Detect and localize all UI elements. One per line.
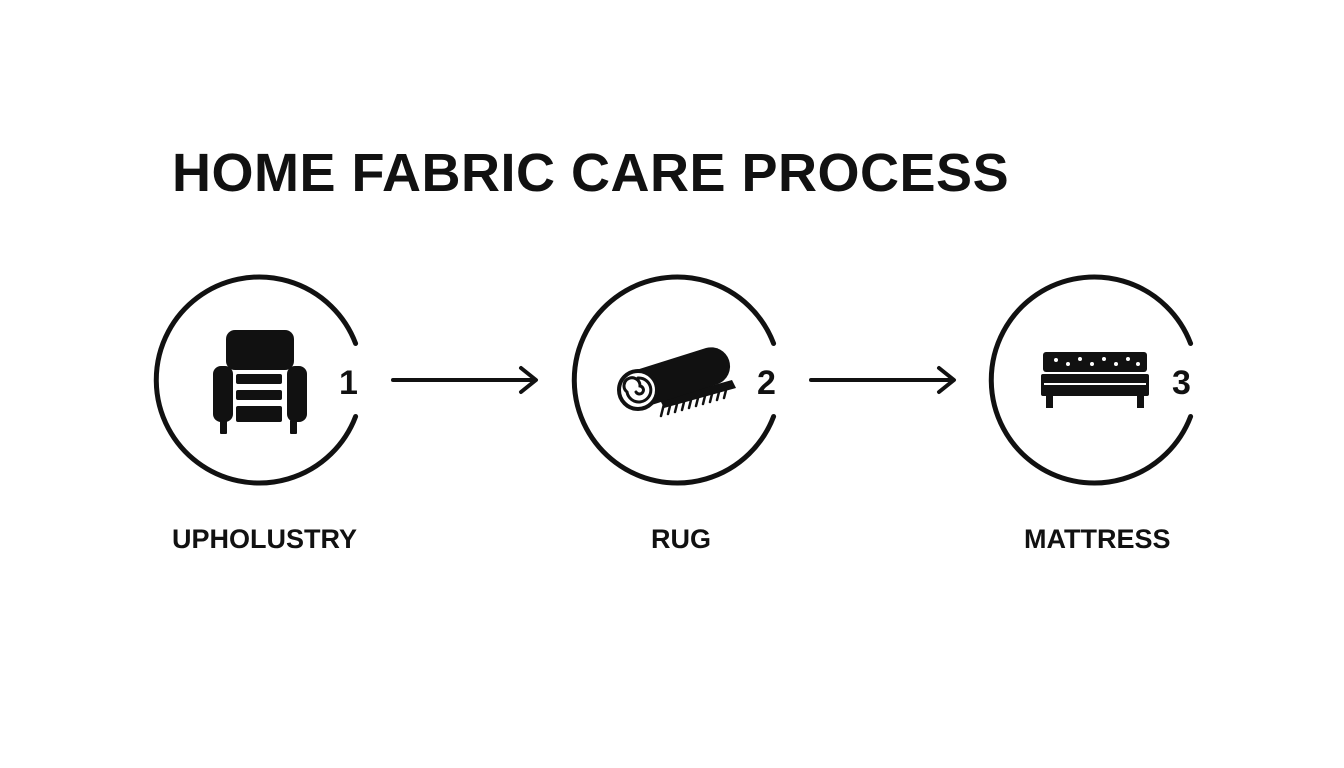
rolled-rug-icon [617,347,736,418]
step-1-ring [153,274,359,486]
page-title: HOME FABRIC CARE PROCESS [172,143,1010,203]
step-3-label: MATTRESS [1024,524,1171,554]
arrow-2-to-3 [809,366,956,394]
step-3-number: 3 [1172,364,1191,402]
step-2-label: RUG [651,524,711,554]
step-3-node: 3 [988,274,1194,486]
mattress-icon [1041,352,1149,408]
arrow-1-to-2 [391,366,538,394]
step-1-label: UPHOLUSTRY [172,524,358,554]
step-2-ring [571,274,777,486]
armchair-icon [213,330,307,434]
step-1-number: 1 [339,364,358,402]
step-2-number: 2 [757,364,776,402]
step-1-node: 1 [153,274,359,486]
step-3-ring [988,274,1194,486]
step-2-node: 2 [571,274,777,486]
